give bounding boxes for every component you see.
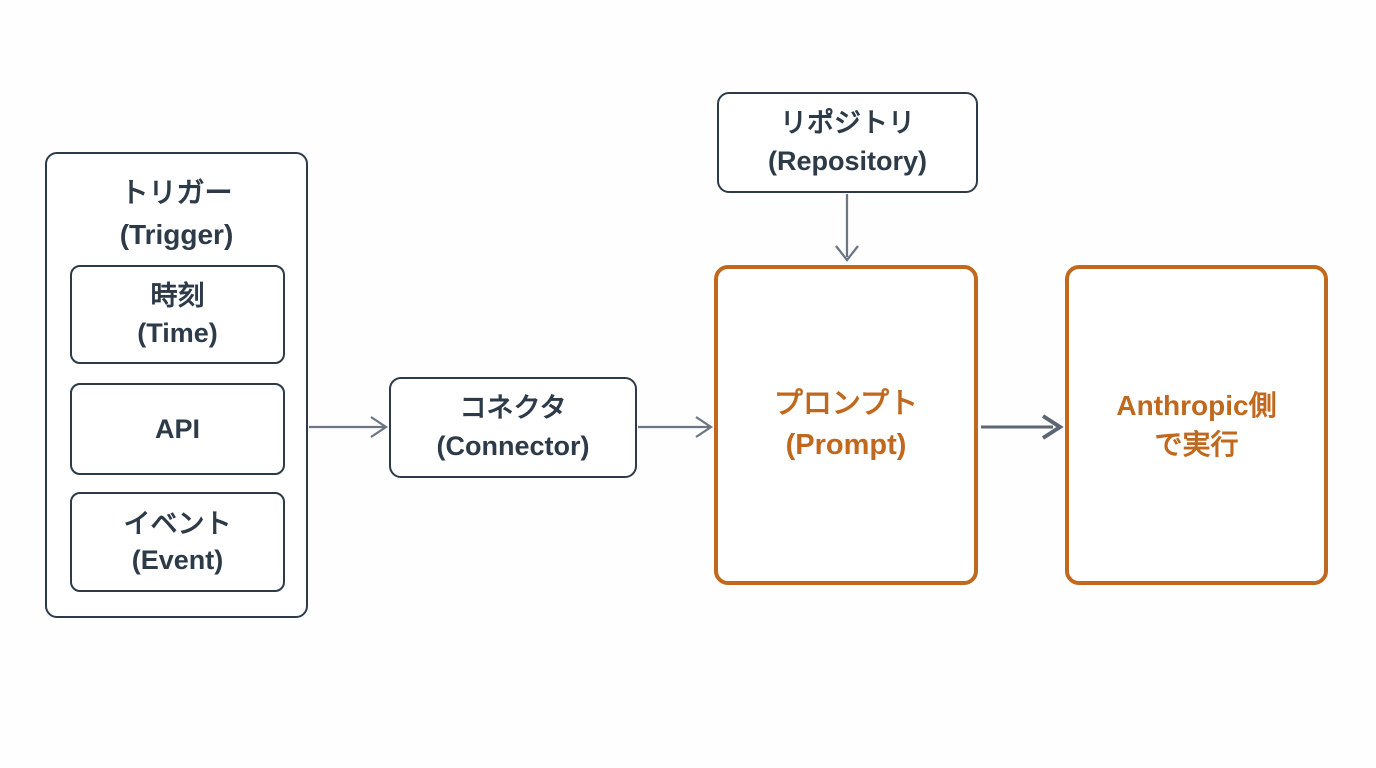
connector-box: コネクタ (Connector) (389, 377, 637, 478)
trigger-label-jp: トリガー (120, 177, 233, 208)
anthropic-label-line2: で実行 (1154, 429, 1239, 460)
connector-label-en: (Connector) (436, 430, 590, 461)
connector-label-jp: コネクタ (459, 392, 567, 423)
api-label: API (154, 413, 200, 444)
prompt-label-en: (Prompt) (785, 429, 907, 461)
anthropic-execution-box: Anthropic側 で実行 (1065, 265, 1328, 585)
time-label-jp: 時刻 (150, 281, 205, 312)
anthropic-label-line1: Anthropic側 (1116, 389, 1277, 421)
trigger-time-box: 時刻 (Time) (70, 265, 285, 364)
repository-label-en: (Repository) (767, 145, 927, 176)
time-label-en: (Time) (137, 317, 218, 348)
arrow-prompt-to-anthropic (981, 414, 1064, 440)
trigger-event-box: イベント (Event) (70, 492, 285, 592)
repository-box: リポジトリ (Repository) (717, 92, 978, 193)
prompt-box: プロンプト (Prompt) (714, 265, 978, 585)
event-label-jp: イベント (123, 508, 232, 539)
prompt-label-jp: プロンプト (773, 388, 919, 421)
trigger-group-title: トリガー (Trigger) (120, 154, 234, 256)
arrow-trigger-to-connector (309, 416, 389, 438)
trigger-api-box: API (70, 383, 285, 475)
repository-label-jp: リポジトリ (780, 107, 915, 138)
event-label-en: (Event) (131, 545, 224, 575)
trigger-group-box: トリガー (Trigger) 時刻 (Time) API イベント (Event… (45, 152, 308, 618)
trigger-label-en: (Trigger) (119, 219, 234, 250)
arrow-repository-to-prompt (835, 194, 859, 262)
arrow-connector-to-prompt (638, 416, 714, 438)
